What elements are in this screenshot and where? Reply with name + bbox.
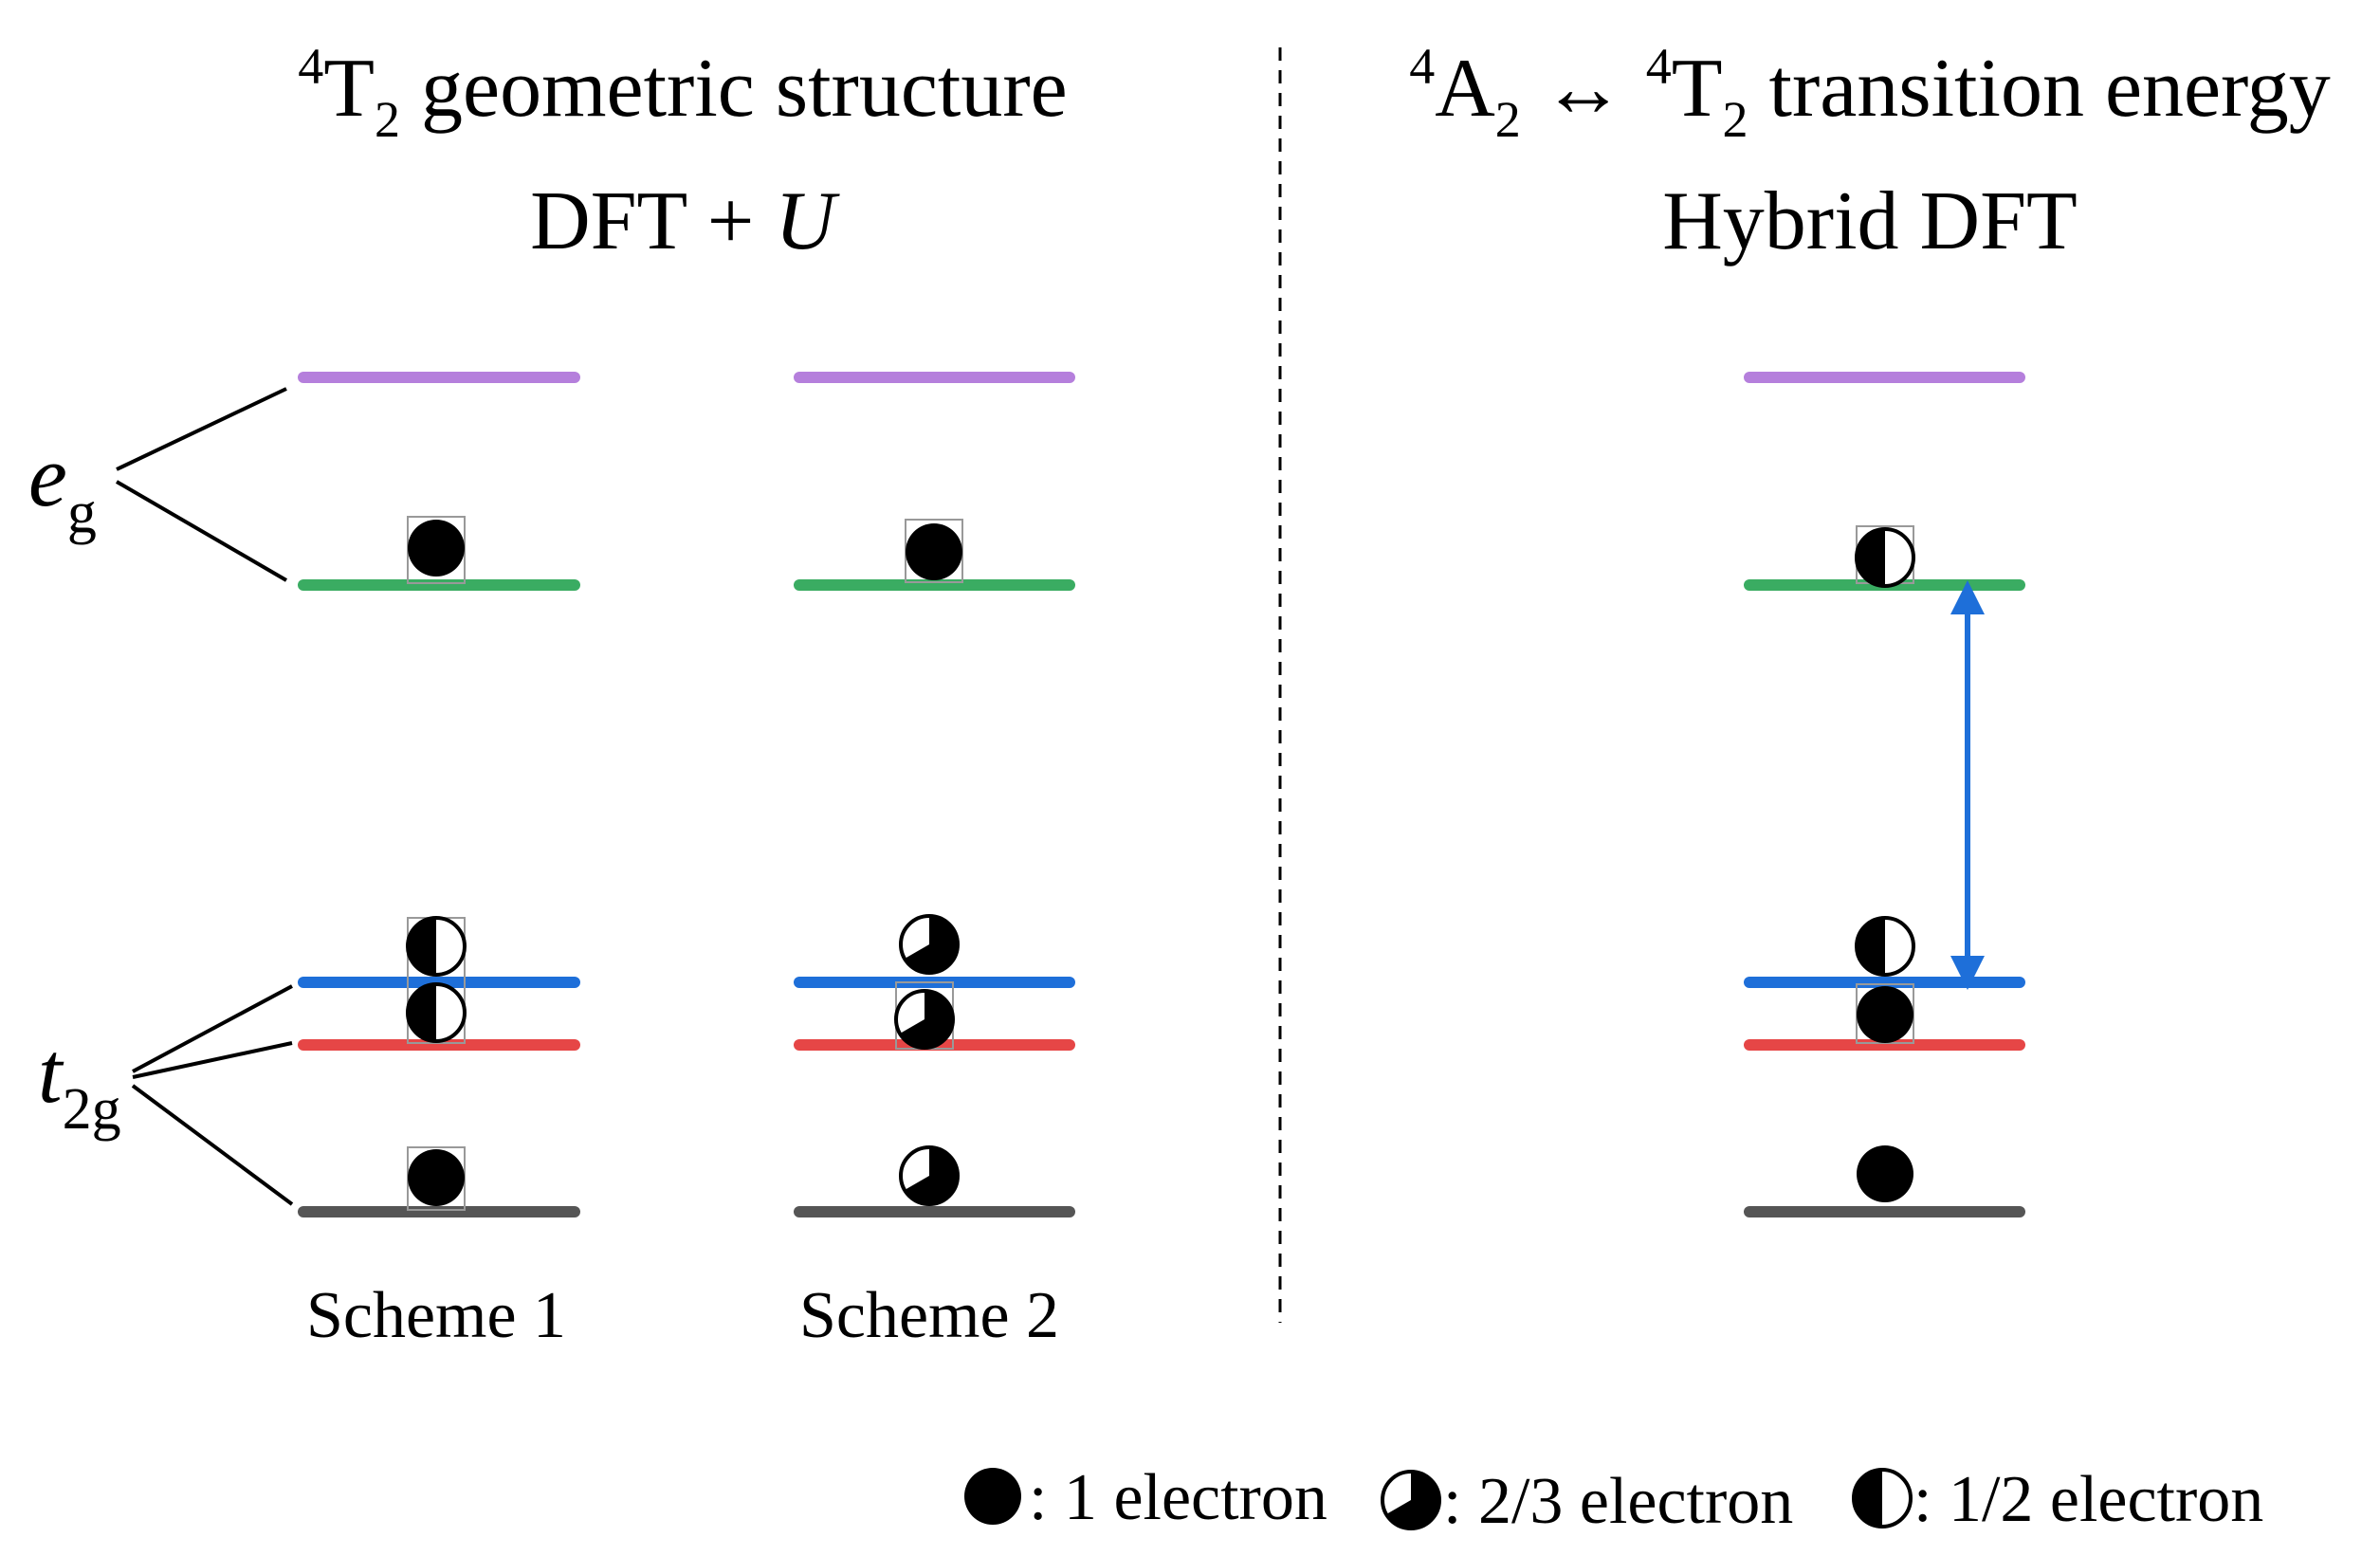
scheme1-t2g-low-electron-icon <box>408 1149 465 1206</box>
subtitle-method: DFT + <box>530 175 775 267</box>
scheme1-t2g-top-electron-icon <box>406 916 467 977</box>
t2g-label: t2g <box>38 1024 121 1142</box>
legend-half-electron-icon <box>1852 1468 1913 1529</box>
scheme2-t2g-low-electron-icon <box>899 1145 960 1206</box>
legend-full-electron-icon <box>964 1468 1021 1525</box>
subtitle-u: U <box>775 175 840 267</box>
scheme1-eg-electron-box <box>407 516 466 584</box>
eg-label: eg <box>28 428 97 545</box>
t2g-label-main: t <box>38 1024 64 1121</box>
eg-splitting-connectors <box>115 387 288 582</box>
title-superscript-a: 4 <box>1409 38 1435 95</box>
title-subscript-t: 2 <box>1723 91 1748 148</box>
left-panel-title: 4T2 geometric structure <box>298 38 1067 148</box>
scheme1-label: Scheme 1 <box>306 1279 566 1352</box>
legend-two-thirds-label: : 2/3 electron <box>1443 1465 1793 1538</box>
title-subscript-a: 2 <box>1495 91 1521 148</box>
hybrid-t2g-low-electron-icon <box>1857 1145 1913 1202</box>
right-panel-subtitle: Hybrid DFT <box>1662 175 2078 267</box>
legend-full-label: : 1 electron <box>1029 1461 1327 1534</box>
hybrid-t2g-top-electron-icon <box>1855 916 1915 977</box>
legend-two-thirds-electron-icon <box>1381 1470 1441 1530</box>
title-superscript-t: 4 <box>1646 38 1672 95</box>
title-term-t: T <box>1672 43 1723 135</box>
legend: : 1 electron : 2/3 electron : 1/2 electr… <box>964 1461 2263 1538</box>
title-term-a: A <box>1435 43 1495 135</box>
title-arrow: ↔ <box>1521 43 1646 135</box>
title-rest: transition energy <box>1748 43 2331 135</box>
hybrid-t2g-mid-electron-icon <box>1857 986 1913 1043</box>
legend-half-label: : 1/2 electron <box>1913 1463 2263 1536</box>
left-panel-subtitle: DFT + U <box>530 175 840 267</box>
scheme1-t2g-low-electron-box <box>407 1146 466 1211</box>
title-subscript: 2 <box>375 91 400 148</box>
right-panel-title: 4A2 ↔ 4T2 transition energy <box>1409 38 2331 148</box>
t2g-label-sub: 2g <box>63 1077 121 1142</box>
scheme2-t2g-top-electron-icon <box>899 914 960 975</box>
scheme1-eg-lower-electron-icon <box>408 520 465 577</box>
title-rest: geometric structure <box>400 43 1068 135</box>
scheme1-t2g-mid-electron-icon <box>406 982 467 1043</box>
eg-label-main: e <box>28 428 67 524</box>
title-term: T <box>323 43 375 135</box>
title-superscript: 4 <box>298 38 323 95</box>
t2g-splitting-connectors <box>131 984 294 1206</box>
scheme2-t2g-mid-electron-icon <box>894 989 955 1050</box>
scheme2-label: Scheme 2 <box>799 1279 1059 1352</box>
scheme2-eg-electron-box <box>905 519 963 583</box>
scheme2-eg-lower-electron-icon <box>906 523 962 580</box>
eg-label-sub: g <box>67 481 97 545</box>
hybrid-eg-lower-electron-icon <box>1855 527 1915 588</box>
